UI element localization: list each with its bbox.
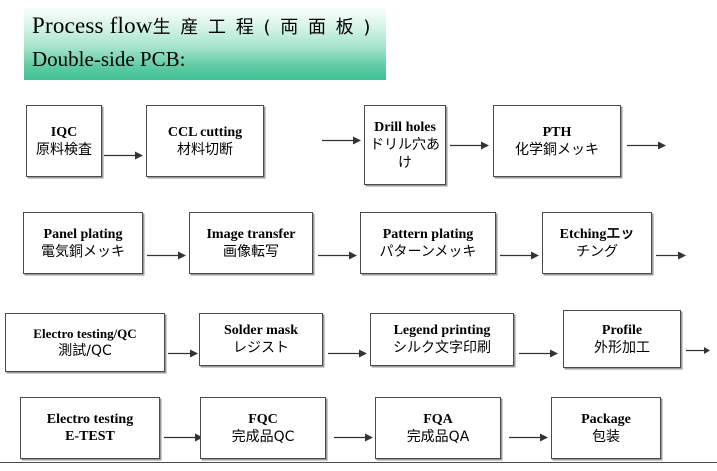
title-line-1-english: Process flow: [32, 13, 153, 38]
flow-node-label-jp: チング: [576, 243, 618, 260]
flow-node-package[interactable]: Package 包装: [551, 397, 661, 459]
flow-arrow-1-out: [627, 140, 667, 151]
flow-node-label-en: Drill holes: [374, 119, 436, 135]
flow-node-label-jp: パターンメッキ: [379, 243, 477, 260]
flow-arrow-3-out: [686, 345, 710, 356]
title-line-2: Double-side PCB:: [32, 47, 186, 71]
flow-arrow-1-3: [450, 140, 490, 151]
flow-arrow-2-out: [656, 250, 686, 261]
flow-node-label-jp: 包装: [592, 428, 620, 445]
flow-node-fqa[interactable]: FQA 完成品QA: [375, 397, 501, 459]
flow-node-iqc[interactable]: IQC 原料検査: [26, 105, 102, 177]
flow-node-label-jp: ドリル穴あけ: [370, 136, 440, 171]
flow-arrow-4-2: [334, 432, 374, 443]
flow-arrow-3-2: [328, 348, 368, 359]
flow-node-panel-plating[interactable]: Panel plating 電気銅メッキ: [23, 212, 143, 274]
flow-arrow-2-3: [500, 250, 540, 261]
title-line-1: Process flow生 産 工 程 ( 両 面 板 ): [32, 10, 386, 44]
flow-node-label-jp: 電気銅メッキ: [41, 243, 125, 260]
flow-node-label-jp: 完成品QC: [231, 428, 295, 445]
flow-node-label-en: IQC: [50, 124, 78, 140]
flow-node-legend-printing[interactable]: Legend printing シルク文字印刷: [370, 313, 514, 366]
flow-node-label-jp: E-TEST: [65, 429, 115, 444]
flow-node-label-en: Electro testing: [46, 412, 134, 427]
flow-node-label-en: Profile: [601, 322, 643, 338]
flow-node-label-jp: 外形加工: [594, 339, 650, 356]
flow-node-label-jp: 原料検査: [36, 141, 92, 158]
flow-arrow-2-2: [318, 250, 358, 261]
flow-node-pattern-plating[interactable]: Pattern plating パターンメッキ: [360, 212, 496, 274]
flow-node-label-jp: シルク文字印刷: [393, 340, 491, 356]
flow-node-label-en: Image transfer: [206, 226, 296, 242]
flow-node-electro-testing-qc[interactable]: Electro testing/QC 測試/QC: [5, 313, 165, 372]
flow-arrow-1-2: [322, 135, 362, 146]
flow-node-label-jp: レジスト: [233, 340, 289, 356]
flow-node-label-en: Solder mask: [223, 323, 299, 338]
flow-node-image-transfer[interactable]: Image transfer 画像転写: [189, 212, 313, 274]
flow-node-label-jp: 完成品QA: [406, 428, 470, 445]
flow-arrow-1-1: [104, 150, 144, 161]
flow-node-label-jp: 材料切断: [177, 141, 233, 158]
title-banner: Process flow生 産 工 程 ( 両 面 板 ) Double-sid…: [24, 8, 386, 80]
flow-node-profile[interactable]: Profile 外形加工: [563, 310, 681, 368]
bottom-rule: [0, 462, 717, 463]
flow-arrow-3-1: [168, 348, 198, 359]
flow-node-etching[interactable]: Etchingエッ チング: [542, 212, 652, 274]
flow-node-label-en: Electro testing/QC: [33, 326, 137, 341]
flow-node-label-en: FQA: [423, 411, 453, 427]
flow-node-label-en: CCL cutting: [167, 124, 243, 140]
flow-node-label-en: Etchingエッ: [559, 226, 635, 242]
flow-arrow-3-3: [519, 348, 559, 359]
flow-node-label-en: Panel plating: [43, 226, 123, 242]
flow-arrow-4-1: [164, 432, 204, 443]
flow-node-label-en: Legend printing: [393, 323, 491, 338]
flow-node-label-jp: 化学銅メッキ: [515, 141, 599, 158]
flow-node-solder-mask[interactable]: Solder mask レジスト: [199, 313, 323, 366]
flow-node-ccl-cutting[interactable]: CCL cutting 材料切断: [146, 105, 264, 177]
flow-node-electro-testing-etest[interactable]: Electro testing E-TEST: [20, 397, 160, 459]
flow-node-label-en: PTH: [542, 124, 572, 140]
flow-node-drill-holes[interactable]: Drill holes ドリル穴あけ: [364, 105, 446, 185]
flow-node-fqc[interactable]: FQC 完成品QC: [200, 397, 326, 459]
flow-arrow-2-1: [147, 250, 187, 261]
flow-node-label-jp: 画像転写: [223, 243, 279, 260]
flow-arrow-4-3: [509, 432, 549, 443]
flow-node-pth[interactable]: PTH 化学銅メッキ: [493, 105, 621, 177]
title-line-1-japanese: 生 産 工 程 ( 両 面 板 ): [152, 17, 373, 38]
flow-node-label-en: FQC: [248, 411, 278, 427]
flow-node-label-en: Package: [581, 411, 631, 427]
flow-node-label-jp: 測試/QC: [58, 343, 112, 359]
flow-node-label-en: Pattern plating: [382, 226, 474, 242]
